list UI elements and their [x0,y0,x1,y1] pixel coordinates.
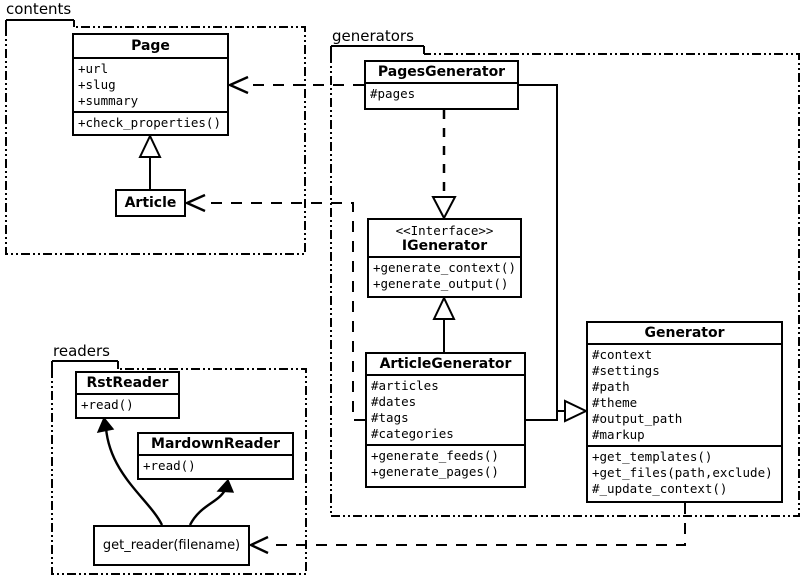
attribute: #pages [370,86,416,101]
relationship-articlegenerator-to-generator [526,411,558,421]
class-name-rst-reader: RstReader [86,375,169,391]
class-box-generator[interactable]: Generator #context #settings #path #them… [586,321,783,503]
attribute: #articles [371,378,439,393]
relationship-articlegenerator-depends-article [184,193,365,421]
relationship-generator-depends-getreader [248,503,686,555]
attribute: #dates [371,394,417,409]
class-box-mardown-reader[interactable]: MardownReader +read() [137,432,294,480]
attribute: #path [592,379,630,394]
operation: +get_templates() [592,449,713,464]
relationship-pagesgenerator-realizes-igenerator [431,110,457,221]
package-frame-readers [51,368,307,575]
operation: +check_properties() [78,115,221,130]
class-attributes-article-generator: #articles #dates #tags #categories [367,374,524,444]
relationship-getreader-creates-mardownreader [188,478,235,526]
operation: +read() [81,397,134,412]
class-operations-article-generator: +generate_feeds() +generate_pages() [367,444,524,482]
attribute: #context [592,347,653,362]
attribute: #markup [592,427,645,442]
attribute: #output_path [592,411,683,426]
class-operations-page: +check_properties() [74,111,227,133]
class-box-pages-generator[interactable]: PagesGenerator #pages [364,60,519,110]
operation: +generate_pages() [371,464,499,479]
function-label-get-reader: get_reader(filename) [102,538,241,553]
package-label-readers: readers [51,342,112,360]
relationship-pagesgenerator-depends-page [227,75,364,95]
class-name-page: Page [131,38,170,54]
attribute: #tags [371,410,409,425]
attribute: +url [78,61,109,76]
class-name-mardown-reader: MardownReader [151,436,280,452]
attribute: #categories [371,426,454,441]
class-operations-igenerator: +generate_context() +generate_output() [369,256,520,294]
operation: +get_files(path,exclude) [592,465,773,480]
class-attributes-pages-generator: #pages [366,82,517,104]
class-name-igenerator: IGenerator [401,238,488,254]
package-label-contents: contents [4,0,74,18]
attribute: +summary [78,93,139,108]
relationship-articlegenerator-inherits-igenerator [432,295,456,352]
function-box-get-reader[interactable]: get_reader(filename) [93,525,250,566]
class-box-igenerator[interactable]: <<Interface>> IGenerator +generate_conte… [367,218,522,298]
class-name-generator: Generator [644,325,725,341]
class-attributes-generator: #context #settings #path #theme #output_… [588,343,781,445]
class-operations-generator: +get_templates() +get_files(path,exclude… [588,445,781,499]
class-stereotype-igenerator: <<Interface>> [395,223,494,238]
class-box-page[interactable]: Page +url +slug +summary +check_properti… [72,33,229,136]
relationship-pagesgenerator-to-generator [519,84,589,423]
class-box-rst-reader[interactable]: RstReader +read() [75,371,180,419]
attribute: +slug [78,77,116,92]
operation: +generate_output() [373,276,509,291]
class-box-article-generator[interactable]: ArticleGenerator #articles #dates #tags … [365,352,526,488]
operation: +read() [143,458,196,473]
operation: +generate_feeds() [371,448,499,463]
relationship-getreader-creates-rstreader [96,416,164,526]
class-operations-mardown-reader: +read() [139,454,292,476]
class-name-article-generator: ArticleGenerator [379,356,512,372]
operation: +generate_context() [373,260,516,275]
relationship-article-inherits-page [138,133,162,189]
operation: #_update_context() [592,481,728,496]
package-frame-generators [330,53,800,517]
class-name-pages-generator: PagesGenerator [377,64,506,80]
class-operations-rst-reader: +read() [77,393,178,415]
class-box-article[interactable]: Article [115,189,186,217]
attribute: #settings [592,363,660,378]
package-label-generators: generators [330,27,416,45]
class-attributes-page: +url +slug +summary [74,57,227,111]
class-name-article: Article [124,195,177,211]
attribute: #theme [592,395,638,410]
